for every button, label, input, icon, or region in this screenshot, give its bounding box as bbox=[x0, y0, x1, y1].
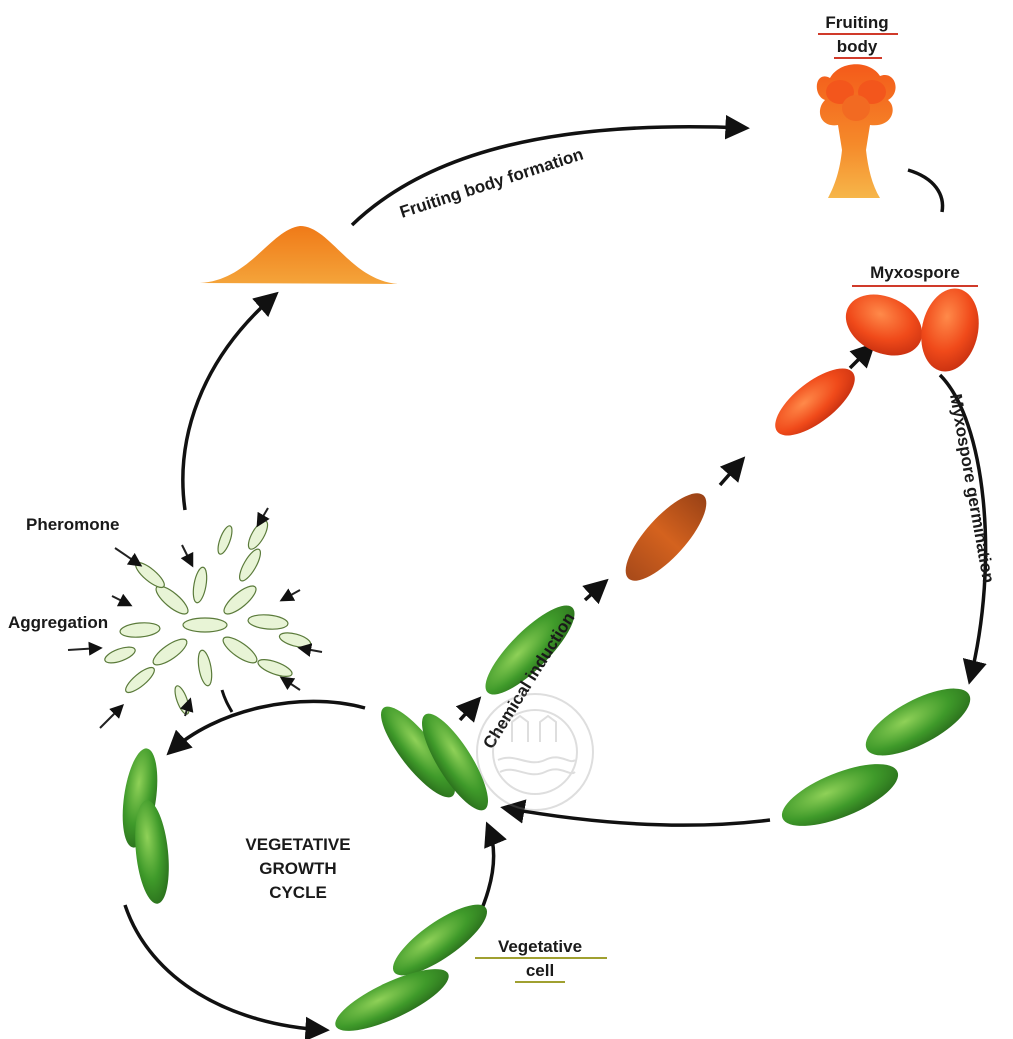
arrow-cycle-top-left bbox=[170, 701, 365, 752]
vegetative-cell-icon bbox=[328, 893, 496, 1039]
arrow-fruiting-body-to-myxospore bbox=[908, 170, 943, 212]
fruiting-body-label-line1: Fruiting bbox=[825, 13, 888, 32]
germinated-cells bbox=[774, 675, 979, 838]
aggregation-label: Aggregation bbox=[8, 613, 108, 632]
induction-chain bbox=[474, 357, 865, 706]
fruiting-body-label-line2: body bbox=[837, 37, 878, 56]
cycle-title-line1: VEGETATIVE bbox=[245, 835, 350, 854]
induced-cell-red bbox=[765, 357, 865, 448]
arrow-induction-3 bbox=[720, 460, 742, 485]
arrow-induction-1 bbox=[460, 700, 478, 720]
mound-icon bbox=[200, 226, 398, 284]
arrow-aggregation-to-mound bbox=[183, 295, 275, 510]
cycle-title-line2: GROWTH bbox=[259, 859, 336, 878]
arrow-induction-4 bbox=[850, 346, 872, 368]
myxospore-icon bbox=[836, 283, 986, 377]
fruiting-body-icon bbox=[817, 64, 896, 198]
arrow-induction-2 bbox=[585, 582, 605, 600]
arrow-cycle-bottom-right bbox=[478, 826, 494, 918]
fruiting-body-formation-label: Fruiting body formation bbox=[397, 144, 585, 221]
myxospore-label: Myxospore bbox=[870, 263, 960, 282]
arrow-cycle-bottom-left bbox=[125, 905, 325, 1030]
vegetative-cell-label-line1: Vegetative bbox=[498, 937, 582, 956]
cycle-title-line3: CYCLE bbox=[269, 883, 327, 902]
induced-cell-brown bbox=[614, 482, 719, 592]
pheromone-label: Pheromone bbox=[26, 515, 120, 534]
vegetative-cell-label-line2: cell bbox=[526, 961, 554, 980]
arrow-germinated-cells-to-cycle bbox=[505, 808, 770, 825]
myxospore-germination-label: Myxospore germination bbox=[946, 392, 998, 584]
arrow-cycle-to-aggregation bbox=[222, 690, 232, 712]
